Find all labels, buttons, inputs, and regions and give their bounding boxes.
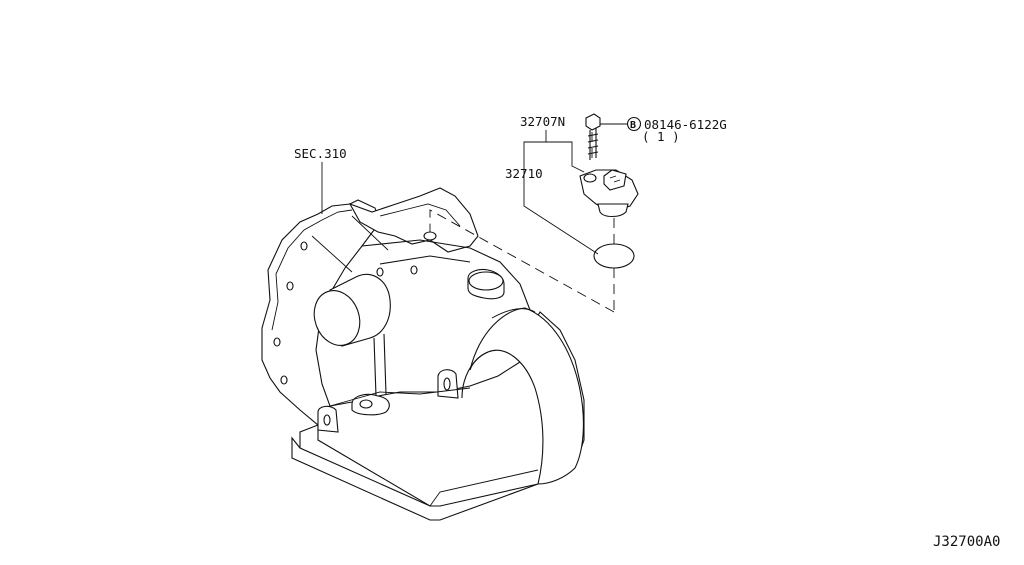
case-body (317, 311, 585, 507)
dash-line (429, 209, 615, 313)
leader-sensor (523, 130, 599, 255)
oil-pan-edge (299, 424, 319, 448)
bolt-thread (587, 133, 599, 155)
case-crease (429, 469, 539, 507)
leader-bolt (546, 141, 585, 173)
o-ring (593, 243, 635, 269)
sensor-connector (603, 169, 627, 191)
leader-lines (321, 123, 628, 255)
assembly-lines (429, 132, 615, 313)
sensor-part-label: 32710 (505, 166, 543, 181)
top-cylinder-boss (467, 268, 505, 300)
filter-cylinder (313, 273, 391, 347)
bracket-hole (359, 399, 373, 409)
mount-tab-right (437, 369, 459, 399)
case-deck-edge (361, 239, 531, 311)
bracket-line (373, 337, 377, 397)
rib-line (311, 235, 353, 273)
connector-detail (609, 175, 621, 183)
fastener-qty-label: ( 1 ) (642, 129, 680, 144)
bolt-hole (376, 267, 384, 277)
fastener-symbol-circle (626, 116, 642, 132)
flange-inner-rim (271, 209, 353, 331)
converter-inner-edge (461, 351, 489, 399)
bolt-hole (410, 265, 418, 275)
converter-lip (491, 308, 536, 319)
fastener-code-label: 08146-6122G (644, 117, 727, 132)
flange-bolt-holes (273, 241, 418, 385)
case-crease (329, 387, 471, 407)
callout-labels: SEC.310 32707N 32710 B 08146-6122G ( 1 )… (294, 114, 1000, 550)
bolt-part-label: 32707N (520, 114, 565, 129)
figure-code: J32700A0 (933, 534, 1000, 550)
sensor-32710 (579, 169, 639, 218)
case-deck-line (379, 255, 471, 265)
case-top-ribs (348, 187, 479, 253)
fastener-symbol: B (630, 120, 636, 131)
bolt-hole (286, 281, 294, 291)
sensor-tip (597, 203, 629, 218)
bolt-hole (300, 241, 308, 251)
sensor-mount-boss (423, 231, 437, 241)
bracket-line (383, 333, 387, 395)
mount-tab-left (317, 405, 339, 433)
bolt-shank (589, 128, 597, 160)
bolt-head (585, 113, 601, 131)
bolt-hole (273, 337, 281, 347)
rib-line (379, 203, 461, 227)
transmission-housing (261, 187, 585, 521)
sec-reference-label: SEC.310 (294, 146, 347, 161)
filter-face (313, 290, 361, 346)
sensor-bolt-hole (583, 173, 597, 183)
bolt-32707n (585, 113, 601, 160)
sensor-assembly (579, 113, 639, 269)
bolt-hole (280, 375, 288, 385)
boss-top (468, 271, 504, 291)
